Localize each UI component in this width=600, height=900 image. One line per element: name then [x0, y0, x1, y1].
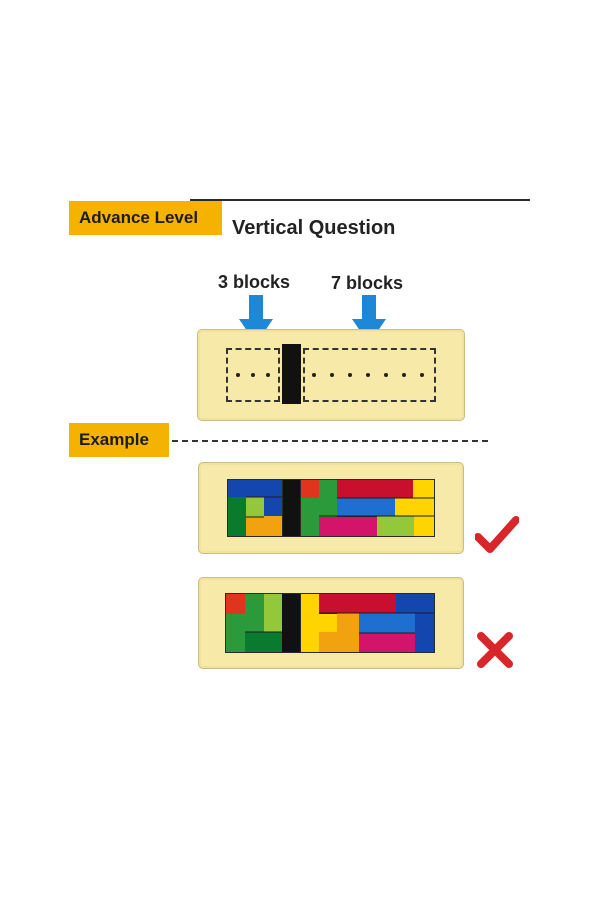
slot-dot [366, 373, 370, 377]
wrong-example-board [198, 577, 464, 669]
black-divider-block [282, 344, 301, 404]
slot-dot [402, 373, 406, 377]
correct-example-board [198, 462, 464, 554]
slot-dot [348, 373, 352, 377]
question-board [197, 329, 465, 421]
slot-dot [266, 373, 270, 377]
example-tag: Example [69, 423, 169, 457]
correct-puzzle-solution [227, 479, 435, 537]
slot-dot [312, 373, 316, 377]
slot-dot [330, 373, 334, 377]
left-blocks-label: 3 blocks [218, 272, 291, 292]
left-down-arrow-icon [239, 295, 273, 344]
right-blocks-label: 7 blocks [331, 273, 404, 293]
cross-icon [477, 632, 513, 668]
header-rule [190, 199, 530, 201]
wrong-puzzle-solution [225, 593, 435, 653]
slot-dot [236, 373, 240, 377]
left-slot [226, 348, 280, 402]
slot-dot [420, 373, 424, 377]
level-tag: Advance Level [69, 201, 222, 235]
check-icon [475, 516, 519, 553]
example-divider-line [172, 440, 488, 442]
page-title: Vertical Question [232, 217, 396, 239]
right-slot [303, 348, 436, 402]
slot-dot [384, 373, 388, 377]
right-down-arrow-icon [352, 295, 386, 344]
slot-dot [251, 373, 255, 377]
